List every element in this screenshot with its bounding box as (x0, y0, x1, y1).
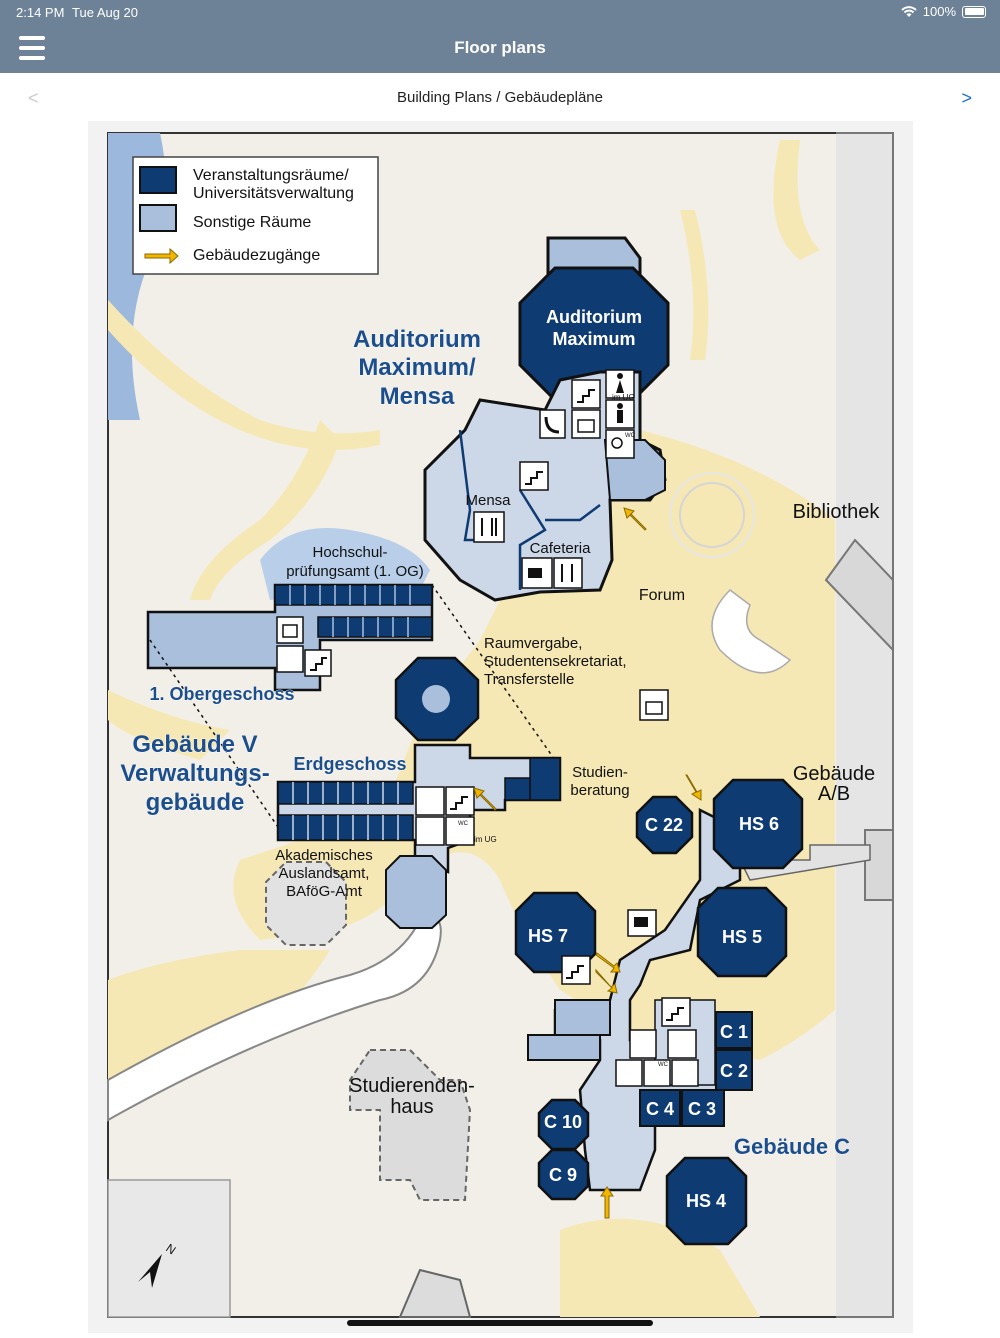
forum-elevator-icon (639, 689, 669, 721)
gebaeude-v-title-3: gebäude (146, 789, 245, 816)
c3-room[interactable] (681, 1089, 725, 1127)
hs6-room[interactable] (712, 778, 804, 870)
gebaeude-v-title-1: Gebäude V (132, 731, 257, 758)
status-time: 2:14 PM (16, 5, 65, 20)
nav-bar: Floor plans (0, 24, 1000, 73)
entrance-arrows (473, 507, 702, 1219)
hs7-label: HS 7 (528, 926, 568, 946)
coffee-icon (528, 568, 542, 578)
audimax-room-label-2: Maximum (552, 329, 635, 349)
c22-label: C 22 (645, 815, 683, 835)
home-indicator[interactable] (347, 1320, 653, 1326)
c22-room[interactable] (635, 795, 694, 855)
wc-label-1: WC (625, 433, 636, 439)
gebaeude-v-title-2: Verwaltungs- (120, 760, 269, 787)
audimax-title-2: Maximum/ (358, 354, 476, 381)
mensa-label: Mensa (465, 492, 511, 509)
floor-plan-svg: Veranstaltungsräume/ Universitätsverwalt… (88, 121, 913, 1333)
akademisches-auslandsamt-building (265, 861, 347, 946)
raumvergabe-label-1: Raumvergabe, (484, 635, 582, 652)
phone-icon (544, 416, 560, 434)
akademisches-label-1: Akademisches (275, 847, 373, 864)
obergeschoss-label: 1. Obergeschoss (149, 684, 294, 704)
c9-room[interactable] (537, 1148, 590, 1201)
stairs-icon (577, 389, 595, 403)
bibliothek-label: Bibliothek (793, 501, 881, 523)
legend-item-dark-1: Veranstaltungsräume/ (193, 167, 349, 184)
audimax-title-1: Auditorium (353, 326, 481, 353)
next-plan-button[interactable]: > (961, 88, 972, 108)
raumvergabe-label-2: Studentensekretariat, (484, 653, 627, 670)
legend-item-entrances: Gebäudezugänge (193, 247, 320, 264)
elevator-icon (577, 419, 595, 433)
audimax-room-label-1: Auditorium (546, 307, 642, 327)
raumvergabe-label-3: Transferstelle (484, 671, 574, 688)
im-ug-label-2: im UG (474, 835, 497, 844)
gebaeude-ab-label-1: Gebäude (793, 763, 875, 785)
wc-label-3: WC (658, 1062, 669, 1068)
hs4-label: HS 4 (686, 1191, 726, 1211)
c4-label: C 4 (646, 1099, 674, 1119)
restaurant-icon (481, 518, 497, 536)
plan-header: < Building Plans / Gebäudepläne > (0, 73, 1000, 121)
hs5-room[interactable] (696, 886, 788, 978)
c4-room[interactable] (639, 1089, 681, 1127)
hochschul-label-1: Hochschul- (312, 544, 387, 561)
gebaeude-ab-label-2: A/B (818, 783, 850, 805)
c3-label: C 3 (688, 1099, 716, 1119)
accessible-wc-icon (611, 437, 623, 449)
c1-room[interactable] (715, 1011, 753, 1049)
hs4-room[interactable] (665, 1156, 748, 1246)
status-date: Tue Aug 20 (72, 5, 139, 20)
legend-item-dark-2: Universitätsverwaltung (193, 185, 354, 202)
hamburger-menu-icon[interactable] (19, 36, 45, 60)
female-wc-icon (617, 373, 623, 379)
akademisches-label-3: BAföG-Amt (286, 883, 363, 900)
c2-room[interactable] (715, 1049, 753, 1091)
audimax-title-3: Mensa (380, 383, 455, 410)
cafeteria-label: Cafeteria (530, 540, 592, 557)
wc-label-2: WC (458, 821, 469, 827)
battery-percent: 100% (922, 4, 956, 19)
c2-label: C 2 (720, 1061, 748, 1081)
gebaeude-c-title: Gebäude C (734, 1134, 850, 1159)
studienberatung-label-2: beratung (570, 782, 629, 799)
status-right: 100% (901, 4, 986, 19)
c1-label: C 1 (720, 1022, 748, 1042)
legend-item-light: Sonstige Räume (193, 214, 311, 231)
plan-title: Building Plans / Gebäudepläne (397, 89, 603, 106)
male-wc-icon (617, 403, 623, 409)
studierendenhaus-label-2: haus (390, 1096, 433, 1118)
legend (132, 156, 379, 275)
hochschul-label-2: prüfungsamt (1. OG) (286, 563, 424, 580)
studienberatung-label-1: Studien- (572, 764, 628, 781)
hs6-label: HS 6 (739, 814, 779, 834)
akademisches-label-2: Auslandsamt, (279, 865, 370, 882)
wifi-icon (901, 5, 917, 17)
upper-floor-rooms (274, 584, 433, 638)
status-bar: 2:14 PM Tue Aug 20 100% (0, 0, 1000, 24)
studierendenhaus-label-1: Studierenden- (349, 1075, 475, 1097)
previous-plan-button[interactable]: < (28, 88, 39, 108)
im-ug-label-1: im UG (612, 393, 635, 402)
c10-label: C 10 (544, 1112, 582, 1132)
studierendenhaus-building (349, 1049, 472, 1201)
floor-plan-map[interactable]: Veranstaltungsräume/ Universitätsverwalt… (88, 121, 913, 1333)
forum-label: Forum (639, 587, 685, 604)
hs5-label: HS 5 (722, 927, 762, 947)
page-title: Floor plans (454, 38, 546, 57)
erdgeschoss-label: Erdgeschoss (293, 754, 406, 774)
c9-label: C 9 (549, 1165, 577, 1185)
battery-icon (962, 5, 986, 18)
audimax-icons (473, 369, 635, 589)
